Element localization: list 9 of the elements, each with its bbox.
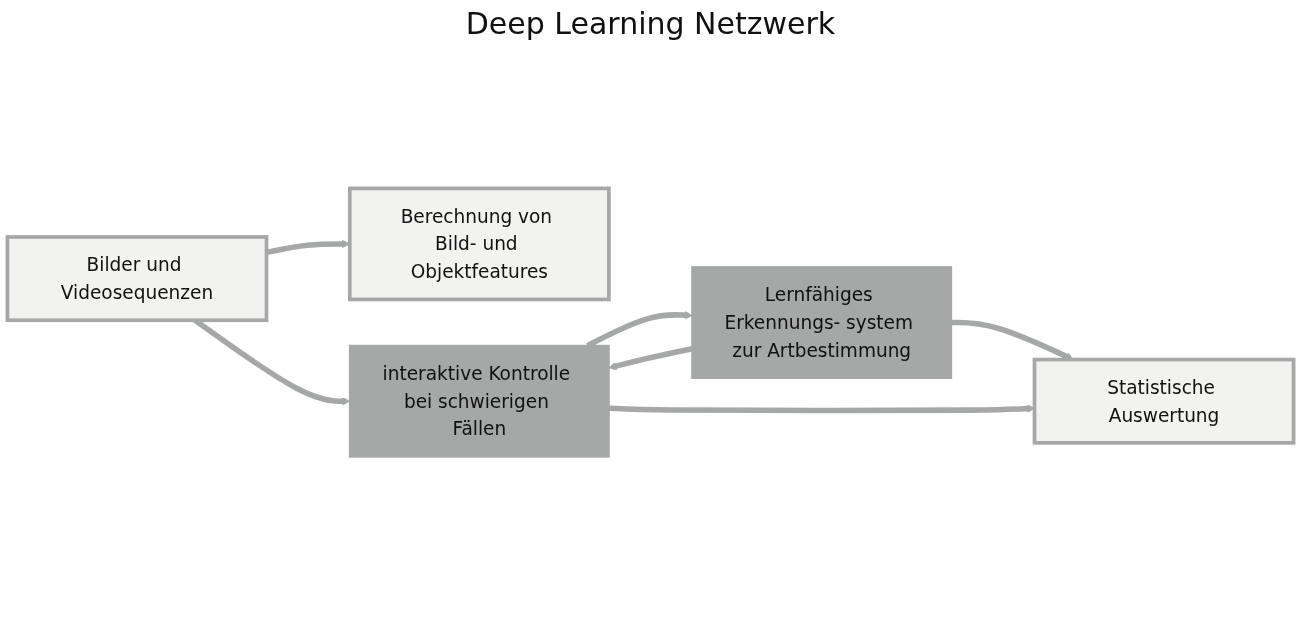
node-box: Lernfähiges Erkennungs- system zur Artbestimmung — [691, 266, 953, 380]
arrow — [608, 346, 693, 371]
diagram-title: Deep Learning Netzwerk — [464, 6, 837, 41]
arrow — [951, 320, 1074, 361]
node-box: interaktive Kontrolle bei schwierigen Fällen — [348, 345, 610, 459]
node-box: Statistische Auswertung — [1032, 358, 1296, 446]
node-box: Bilder und Videosequenzen — [5, 235, 269, 323]
arrow — [265, 240, 351, 256]
node-box: Berechnung von Bild- und Objektfeatures — [347, 186, 611, 302]
